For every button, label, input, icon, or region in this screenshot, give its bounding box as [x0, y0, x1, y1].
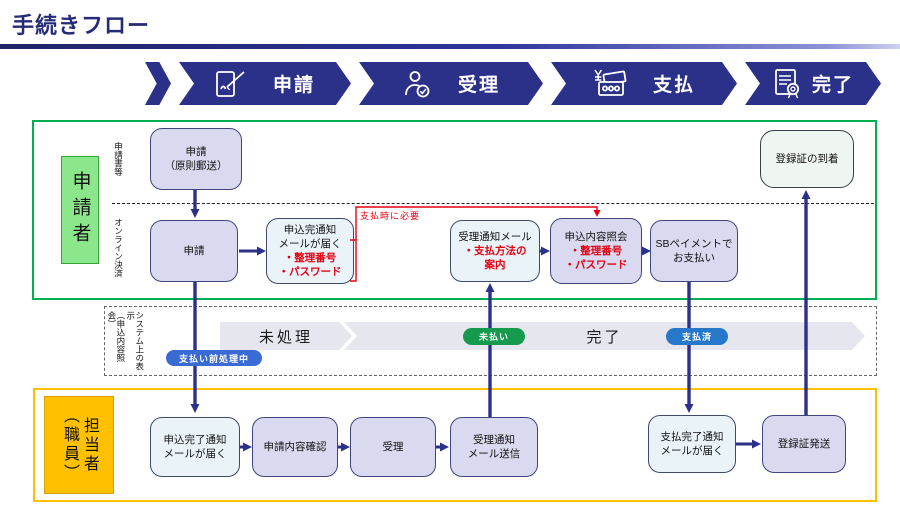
stage-label: 受理: [457, 75, 500, 96]
box-line: （原則郵送）: [164, 160, 228, 172]
box-staff-content-check: 申請内容確認: [252, 417, 338, 477]
title-rule: [0, 44, 900, 49]
stage-acceptance: 受理: [359, 62, 543, 105]
box-apply-mail: 申請 （原則郵送）: [150, 128, 242, 190]
box-line-red: ・パスワード: [278, 266, 342, 279]
box-line: メールが届く: [660, 445, 724, 457]
box-staff-accept: 受理: [350, 417, 436, 477]
staff-role-main: 担当者: [81, 416, 98, 474]
box-line: 登録証の到着: [775, 152, 839, 165]
box-application-complete-mail: 申込完通知 メールが届く ・整理番号 ・パスワード: [266, 218, 354, 284]
box-certificate-arrival: 登録証の到着: [760, 130, 854, 188]
box-staff-payment-mail: 支払完了通知 メールが届く: [648, 415, 736, 473]
box-line: メールが届く: [278, 237, 342, 250]
applicant-role-label: 申請者: [61, 156, 99, 264]
stage-banner: 申請 受理: [145, 62, 881, 105]
certificate-ribbon-icon: [772, 68, 802, 99]
stage-label: 支払: [652, 75, 695, 96]
box-line: 申請: [183, 244, 205, 257]
box-staff-send-certificate: 登録証発送: [762, 415, 846, 473]
box-line: お支払い: [673, 252, 715, 264]
box-line: 申込完了通知: [163, 433, 227, 446]
badge-paid: 支払済: [666, 328, 728, 345]
box-line: 申込内容照会: [564, 230, 628, 243]
box-line: 受理: [382, 440, 404, 453]
badge-unpaid: 未払い: [463, 328, 525, 345]
money-note-icon: [593, 69, 627, 99]
box-line-red: ・整理番号: [283, 252, 337, 264]
box-line-red: 案内: [484, 259, 506, 272]
applicant-zone: [32, 120, 877, 300]
system-display-label-sub: （申込内容照会）: [106, 311, 126, 362]
badge-preprocessing: 支払い前処理中: [166, 350, 262, 366]
box-line: 受理通知: [473, 433, 515, 446]
row-label-online: オンライン決済: [113, 218, 124, 278]
box-apply-online: 申請: [150, 220, 238, 282]
state-done-label: 完了: [586, 328, 623, 346]
applicant-row-separator: [112, 203, 874, 204]
box-line: 支払完了通知: [660, 430, 724, 443]
state-pending-arrow: 未処理: [220, 322, 352, 350]
stage-label: 申請: [272, 75, 315, 96]
box-sb-payment: SBペイメントで お支払い: [650, 220, 738, 282]
stage-complete: 完了: [745, 62, 881, 105]
row-label-paper: 申請書等: [113, 142, 124, 176]
box-line: 登録証発送: [777, 437, 831, 450]
staff-role-sub: （職員）: [61, 407, 78, 483]
stage-payment: 支払: [551, 62, 737, 105]
staff-zone: [33, 388, 877, 502]
box-line-red: ・整理番号: [569, 244, 623, 257]
box-staff-application-mail: 申込完了通知 メールが届く: [150, 417, 240, 477]
box-line: 申請内容確認: [263, 440, 327, 453]
payment-required-note: 支払時に必要: [360, 211, 421, 221]
staff-role-label: （職員） 担当者: [44, 396, 114, 494]
box-line: 申込完通知: [283, 223, 337, 236]
box-acceptance-mail: 受理通知メール ・支払方法の 案内: [450, 220, 540, 282]
box-line: SBペイメントで: [655, 237, 733, 250]
box-application-inquiry: 申込内容照会 ・整理番号 ・パスワード: [550, 218, 642, 284]
box-line: 受理通知メール: [458, 230, 532, 243]
state-pending-label: 未処理: [258, 328, 313, 346]
person-check-icon: [402, 69, 432, 99]
document-pen-icon: [215, 69, 247, 99]
box-line-red: ・支払方法の: [463, 244, 527, 257]
box-line: メールが届く: [163, 448, 227, 460]
stage-label: 完了: [811, 75, 854, 96]
page-title: 手続きフロー: [12, 13, 151, 38]
box-line: メール送信: [467, 448, 521, 460]
system-display-label-main: システム上の表示: [125, 311, 145, 371]
system-display-label: （申込内容照会） システム上の表示: [106, 311, 145, 373]
stage-application: 申請: [179, 62, 351, 105]
state-done-arrow: 完了: [344, 322, 865, 350]
banner-lead-chevron-icon: [145, 62, 171, 105]
box-line-red: ・パスワード: [564, 259, 628, 272]
box-staff-send-accept-mail: 受理通知 メール送信: [450, 417, 538, 477]
box-line: 申請: [185, 145, 207, 158]
